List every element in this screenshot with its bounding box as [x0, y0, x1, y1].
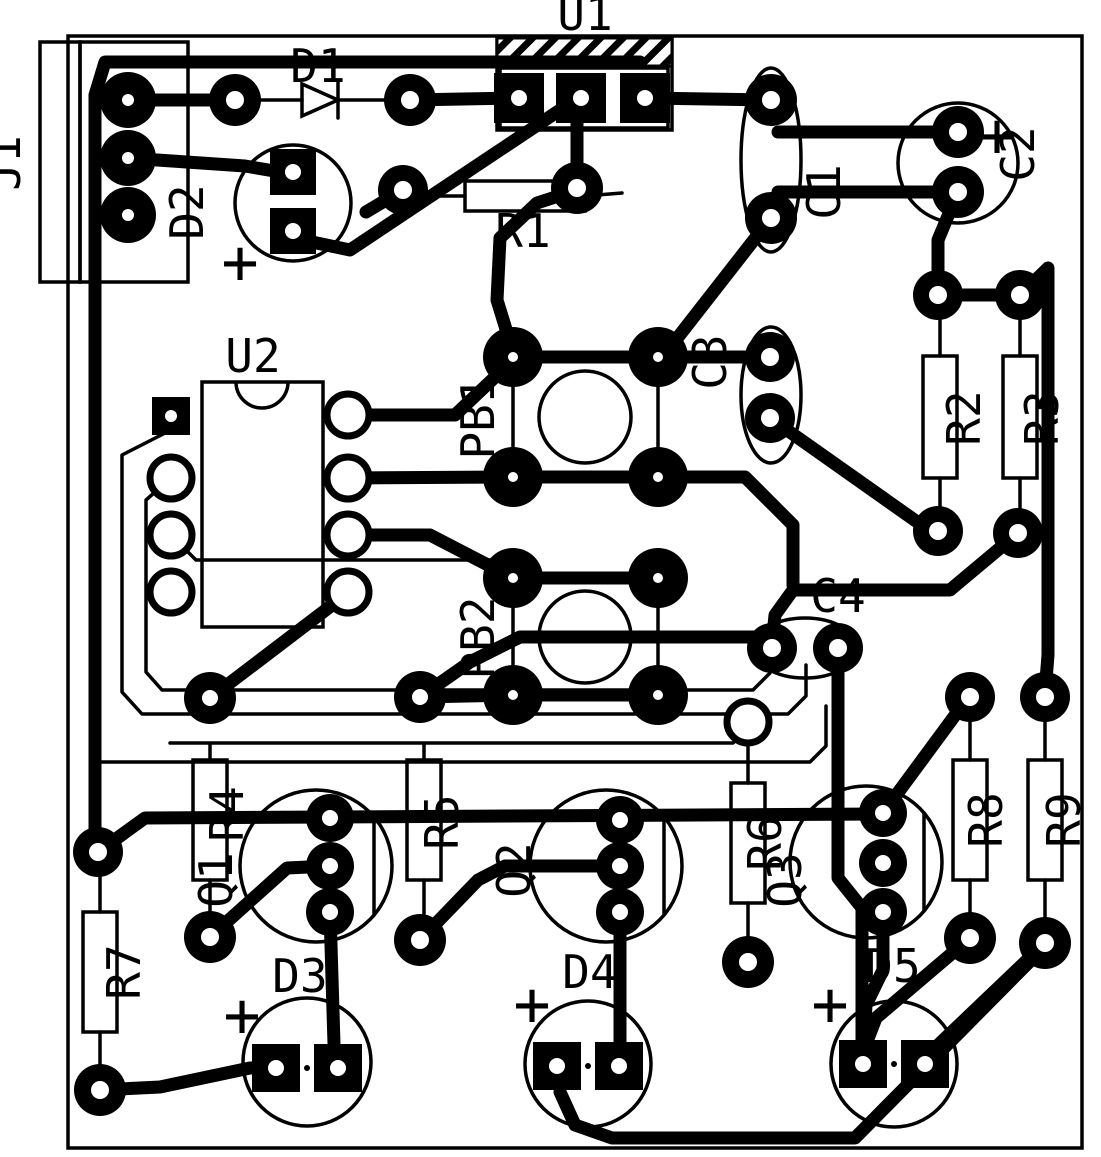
c1-outline [739, 66, 803, 254]
label-u2: U2 [225, 329, 280, 383]
polarity-plus-d5: + [811, 968, 848, 1041]
d2-outline [233, 143, 353, 263]
label-d4: D4 [562, 945, 617, 999]
polarity-plus-d3: + [223, 979, 260, 1052]
pushbutton-pads [483, 327, 688, 725]
transistor-pads [306, 789, 907, 936]
u2-outline [200, 380, 325, 629]
label-r9: R9 [1037, 792, 1091, 847]
label-r7: R7 [97, 944, 151, 999]
label-q1: Q1 [189, 852, 243, 907]
ic-ring-pads [146, 390, 773, 747]
pads [73, 72, 1071, 1116]
through-hole-pads [73, 74, 1071, 1116]
label-r2: R2 [937, 390, 991, 445]
label-q3: Q3 [758, 852, 812, 907]
c3-outline [739, 325, 803, 465]
label-r8: R8 [959, 792, 1013, 847]
pb1-button [537, 369, 633, 465]
polarity-plus-d4: + [513, 968, 550, 1041]
label-j1: J1 [0, 135, 31, 190]
label-d3: D3 [272, 949, 327, 1003]
board-outline [66, 34, 1084, 1150]
reference-labels: J1 D1 U1 R1 D2 C1 C2 U2 PB1 C3 R2 R3 PB2… [0, 0, 1091, 1052]
j1-outline [38, 40, 82, 284]
label-c2: C2 [991, 126, 1045, 181]
label-d2: D2 [160, 184, 214, 239]
polarity-plus-c2: + [978, 99, 1015, 172]
d1-symbol [256, 80, 388, 120]
c2-outline [896, 101, 1020, 225]
polarity-plus-d2: + [221, 226, 258, 299]
label-r6: R6 [738, 815, 792, 870]
j1-pads [100, 72, 156, 243]
label-u1: U1 [557, 0, 612, 41]
u2-notch [234, 381, 290, 410]
q1-outline [238, 788, 394, 944]
d3-outline [241, 996, 373, 1128]
square-pads [152, 73, 949, 1092]
